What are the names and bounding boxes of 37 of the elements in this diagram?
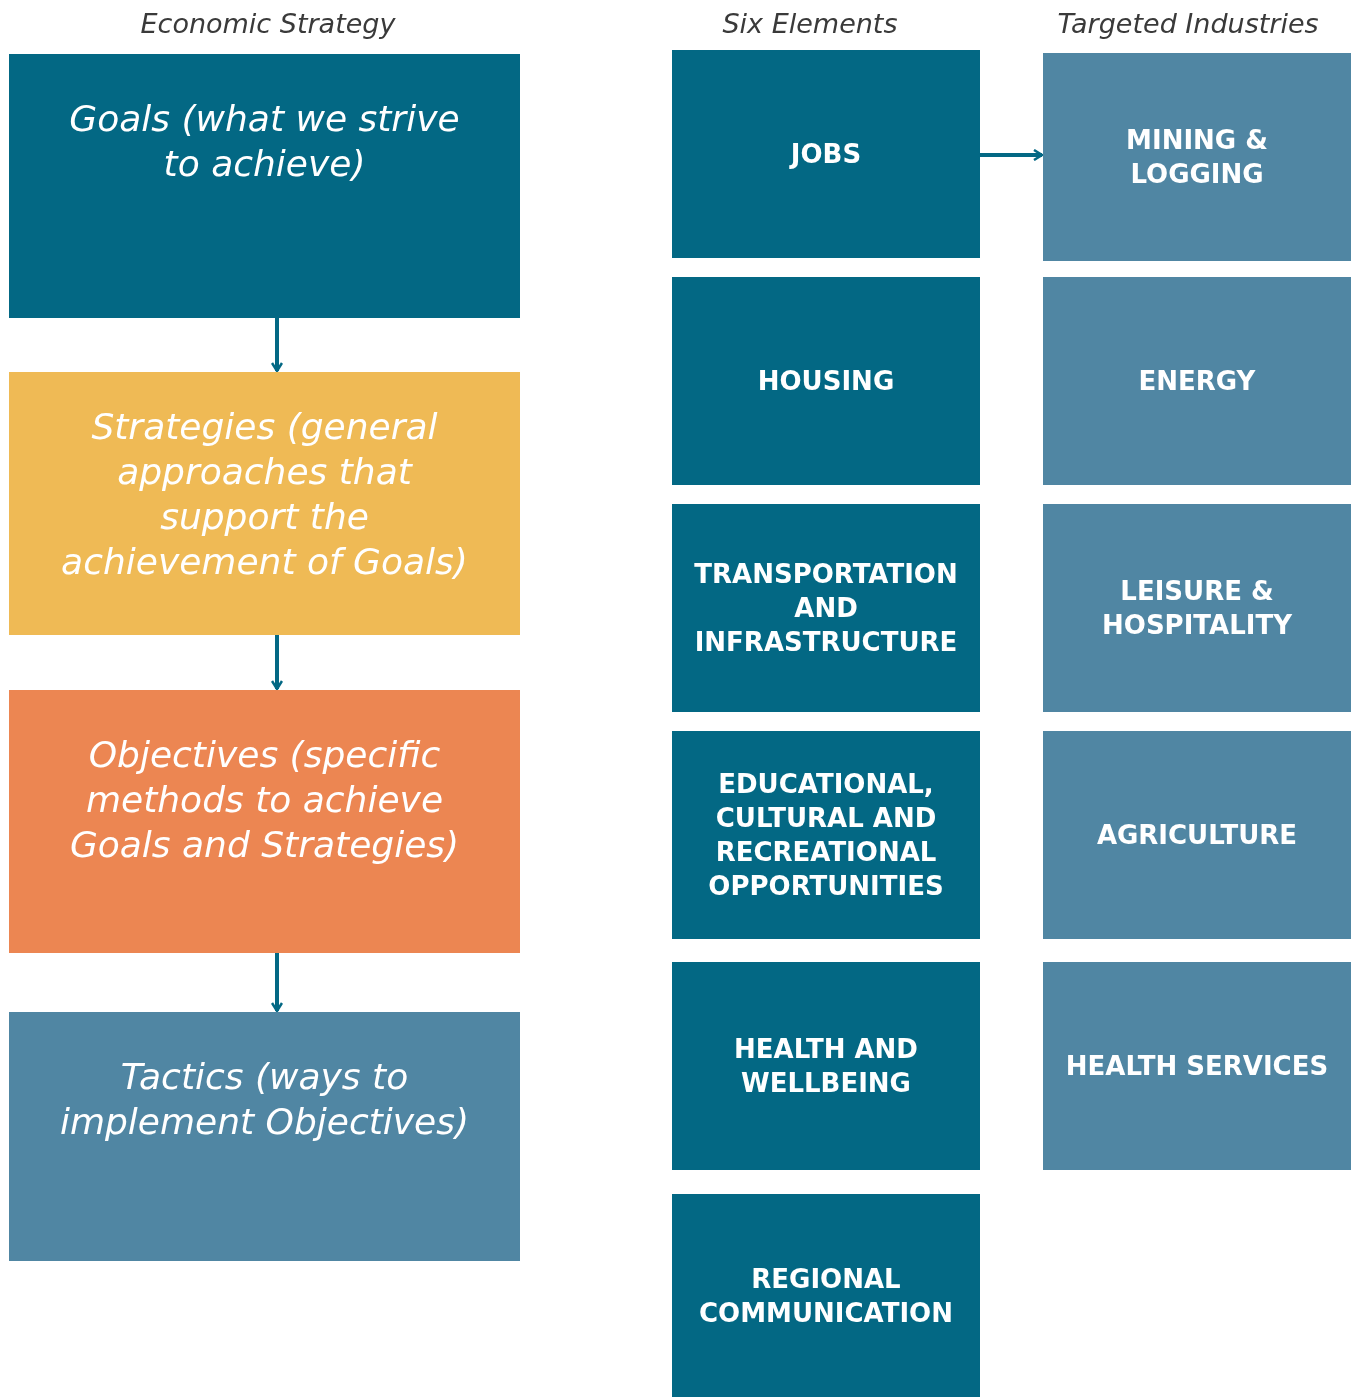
arrow [270, 635, 284, 691]
category-box [672, 731, 980, 939]
category-box [1043, 53, 1351, 261]
column-heading: Economic Strategy [139, 7, 397, 41]
box-text: HEALTH AND WELLBEING [733, 1033, 919, 1100]
category-box [1043, 962, 1351, 1170]
category-box [9, 54, 520, 318]
category-box [9, 690, 520, 953]
box-text: EDUCATIONAL, CULTURAL AND RECREATIONAL OPPORTUNITIES [707, 768, 945, 903]
box-text: Strategies (general approaches that support the achievement of Goals) [60, 404, 469, 584]
category-box [672, 1194, 980, 1397]
category-box [1043, 731, 1351, 939]
category-box [672, 504, 980, 712]
box-text: JOBS [790, 138, 862, 171]
box-text: HEALTH SERVICES [1065, 1050, 1329, 1083]
category-box [672, 962, 980, 1170]
category-box [672, 277, 980, 485]
category-box [9, 372, 520, 635]
box-text: TRANSPORTATION AND INFRASTRUCTURE [693, 558, 959, 659]
arrow [980, 148, 1044, 162]
box-text: Tactics (ways to implement Objectives) [58, 1055, 471, 1144]
column-heading: Targeted Industries [1056, 7, 1320, 41]
arrow [270, 953, 284, 1013]
box-text: AGRICULTURE [1096, 819, 1298, 852]
box-text: Objectives (specific methods to achieve Goals and Strategies) [68, 733, 461, 867]
box-text: LEISURE & HOSPITALITY [1101, 575, 1293, 642]
arrow [270, 318, 284, 373]
box-text: REGIONAL COMMUNICATION [698, 1262, 954, 1330]
category-box [1043, 504, 1351, 712]
box-text: Goals (what we strive to achieve) [68, 97, 461, 186]
category-box [672, 50, 980, 258]
box-text: ENERGY [1138, 365, 1256, 398]
column-heading: Six Elements [721, 7, 899, 41]
box-text: HOUSING [757, 365, 895, 398]
category-box [9, 1012, 520, 1261]
box-text: MINING & LOGGING [1125, 124, 1269, 191]
category-box [1043, 277, 1351, 485]
